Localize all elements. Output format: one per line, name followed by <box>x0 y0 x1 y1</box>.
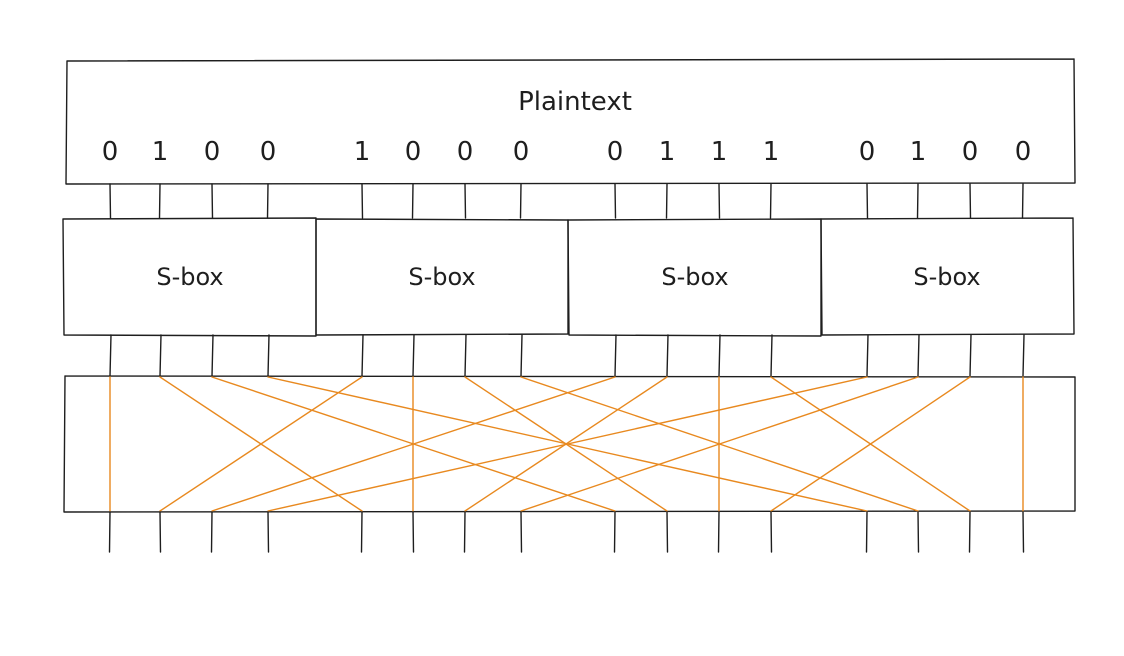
bit-labels: 0 1 0 0 1 0 0 0 0 1 1 1 0 1 0 0 <box>102 137 1032 167</box>
wire-out-5 <box>360 511 363 553</box>
wire-out-10 <box>666 511 669 553</box>
sbox-row: S-box S-box S-box S-box <box>62 217 1075 337</box>
wire-mid-10 <box>666 334 669 377</box>
bit-label-4: 0 <box>260 137 277 167</box>
bit-label-9: 0 <box>607 137 624 167</box>
wire-out-13 <box>865 511 868 553</box>
permutation-line-5 <box>159 376 363 512</box>
wire-top-5 <box>361 183 364 219</box>
plaintext-box-border <box>65 58 1076 185</box>
bit-label-1: 0 <box>102 137 119 167</box>
bit-label-16: 0 <box>1015 137 1032 167</box>
wire-top-12 <box>769 183 772 219</box>
output-wires <box>108 511 1025 553</box>
bit-label-3: 0 <box>204 137 221 167</box>
bit-label-14: 1 <box>910 137 927 167</box>
wire-out-6 <box>412 511 415 553</box>
wire-top-11 <box>718 183 721 219</box>
permutation-line-14 <box>520 376 919 512</box>
sbox-4: S-box <box>820 217 1075 336</box>
sbox-1: S-box <box>62 217 317 337</box>
wire-top-8 <box>519 183 522 219</box>
wire-top-14 <box>916 183 919 219</box>
wire-mid-5 <box>361 334 364 377</box>
wire-top-10 <box>665 183 668 219</box>
wire-out-9 <box>613 511 616 553</box>
bit-label-8: 0 <box>513 137 530 167</box>
wire-mid-3 <box>211 334 214 377</box>
permutation-line-13 <box>267 376 868 512</box>
sbox-4-border <box>820 217 1075 336</box>
bit-label-5: 1 <box>354 137 371 167</box>
permutation-box <box>63 375 1076 513</box>
wire-top-16 <box>1021 183 1024 219</box>
plaintext-box: Plaintext 0 1 0 0 1 0 0 0 0 1 1 1 0 1 0 0 <box>65 58 1076 185</box>
wire-out-7 <box>463 511 466 553</box>
wire-out-3 <box>210 511 213 553</box>
wire-mid-7 <box>464 334 467 377</box>
wire-top-2 <box>158 183 161 219</box>
wire-mid-13 <box>866 334 869 377</box>
bit-label-2: 1 <box>152 137 169 167</box>
sbox-2-label: S-box <box>408 263 475 291</box>
bit-label-11: 1 <box>711 137 728 167</box>
permutation-lines <box>109 376 1024 512</box>
sbox-3-label: S-box <box>661 263 728 291</box>
wire-mid-4 <box>267 334 270 377</box>
bit-label-6: 0 <box>405 137 422 167</box>
wire-mid-12 <box>770 334 773 377</box>
wires-plaintext-to-sbox <box>109 183 1024 219</box>
wire-mid-14 <box>917 334 920 377</box>
wire-mid-8 <box>520 334 523 377</box>
sbox-4-label: S-box <box>913 263 980 291</box>
bit-label-7: 0 <box>457 137 474 167</box>
wire-top-15 <box>969 183 972 219</box>
wire-mid-11 <box>718 334 721 377</box>
wire-out-2 <box>159 511 162 553</box>
wire-out-1 <box>108 511 111 553</box>
wire-top-4 <box>266 183 269 219</box>
bit-label-10: 1 <box>659 137 676 167</box>
wire-mid-1 <box>109 334 112 377</box>
wire-top-1 <box>109 183 112 219</box>
permutation-box-border <box>63 375 1076 513</box>
bit-label-12: 1 <box>763 137 780 167</box>
wire-out-11 <box>717 511 720 553</box>
wire-top-9 <box>614 183 617 219</box>
wire-out-12 <box>770 511 773 553</box>
wire-mid-15 <box>969 334 972 377</box>
wire-out-15 <box>968 511 971 553</box>
plaintext-title: Plaintext <box>518 87 632 117</box>
wire-top-13 <box>866 183 869 219</box>
wire-top-6 <box>411 183 414 219</box>
wire-mid-6 <box>412 334 415 377</box>
sbox-2: S-box <box>315 218 569 336</box>
wire-out-4 <box>267 511 270 553</box>
wire-mid-2 <box>159 334 162 377</box>
wire-out-14 <box>917 511 920 553</box>
sbox-3: S-box <box>567 218 822 337</box>
bit-label-13: 0 <box>859 137 876 167</box>
wire-mid-16 <box>1022 334 1025 377</box>
wires-sbox-to-pbox <box>109 334 1025 377</box>
permutation-line-9 <box>211 376 616 512</box>
wire-top-7 <box>464 183 467 219</box>
wire-out-8 <box>520 511 523 553</box>
wire-out-16 <box>1022 511 1025 553</box>
wire-top-3 <box>211 183 214 219</box>
wire-mid-9 <box>614 334 617 377</box>
permutation-line-15 <box>770 376 971 512</box>
sbox-1-label: S-box <box>156 263 223 291</box>
bit-label-15: 0 <box>962 137 979 167</box>
